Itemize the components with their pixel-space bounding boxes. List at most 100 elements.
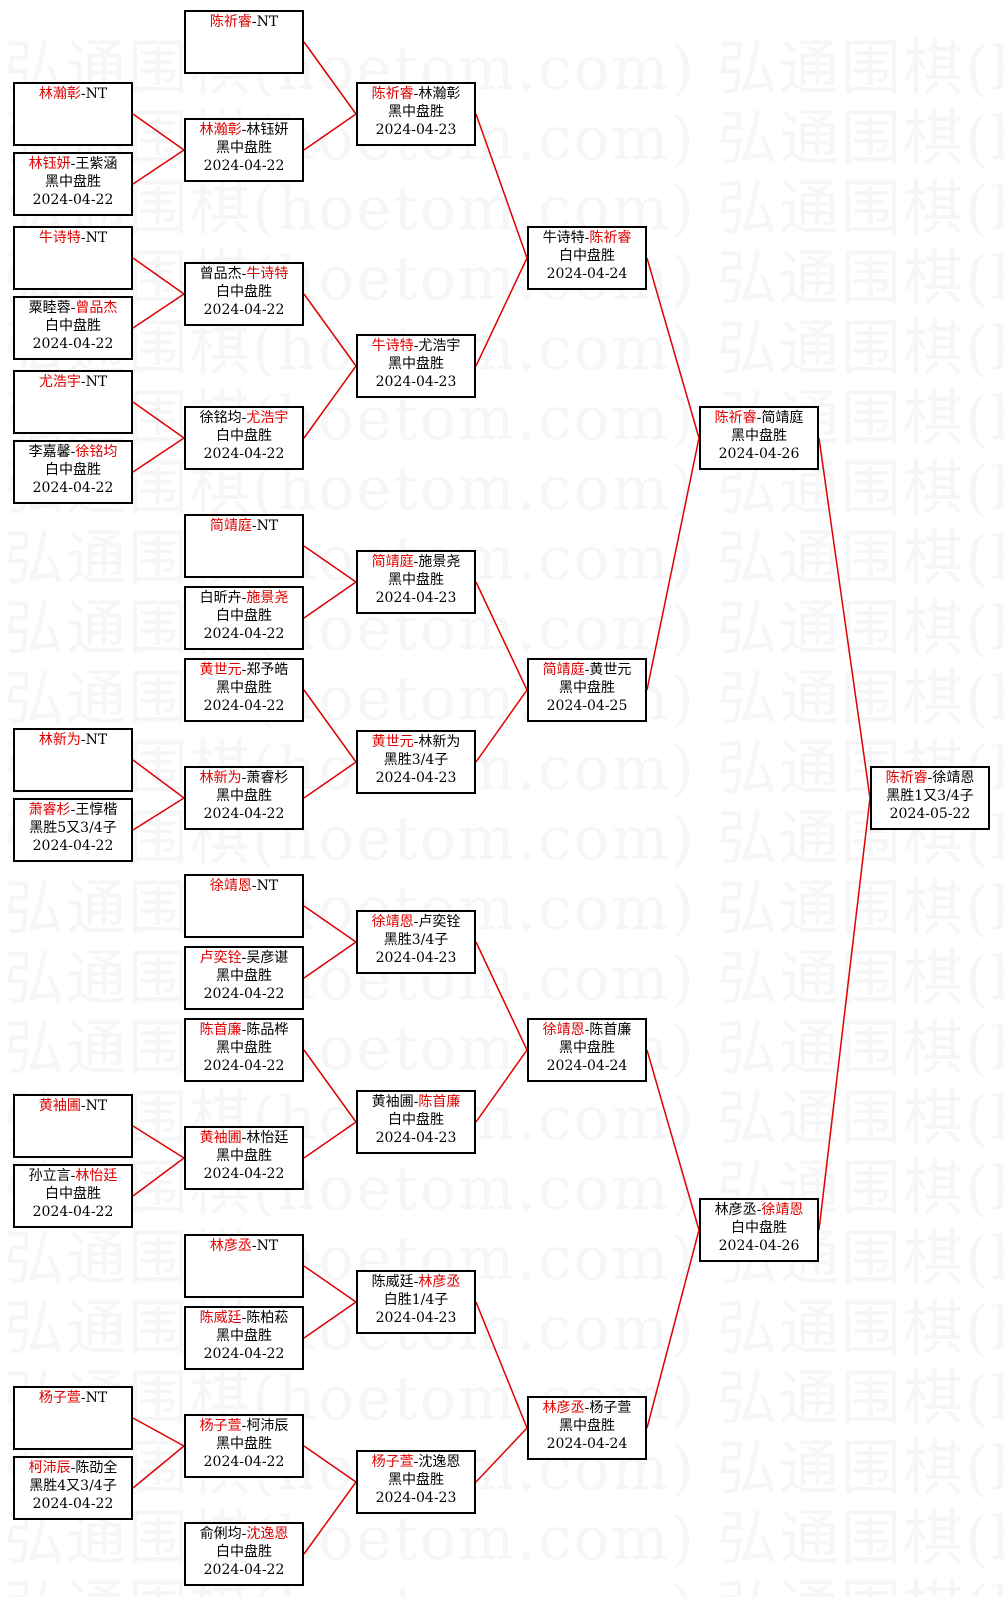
loser-name: 孙立言 (28, 1168, 71, 1184)
loser-name: 陈威廷 (371, 1274, 414, 1290)
winner-name: 徐靖恩 (371, 914, 414, 930)
loser-name: NT (256, 14, 279, 30)
dash-separator: - (241, 266, 247, 282)
dash-separator: - (413, 734, 419, 750)
match-players: 杨子萱-柯沛辰 (186, 1417, 302, 1435)
match-date: 2024-04-26 (718, 446, 800, 462)
winner-name: 陈祈睿 (209, 14, 252, 30)
match-result: 黑中盘胜 (216, 1040, 272, 1056)
match-date: 2024-04-22 (32, 336, 114, 352)
winner-name: 简靖庭 (542, 662, 585, 678)
match-result: 黑胜3/4子 (383, 752, 449, 768)
match-date: 2024-04-24 (546, 1436, 628, 1452)
match-date: 2024-04-22 (203, 1346, 285, 1362)
match-players: 陈首廉-陈品桦 (186, 1021, 302, 1039)
dash-separator: - (80, 732, 86, 748)
winner-name: 黄袖圃 (199, 1130, 242, 1146)
match-result: 黑中盘胜 (216, 140, 272, 156)
match-result: 白中盘胜 (216, 428, 272, 444)
dash-separator: - (584, 1400, 590, 1416)
loser-name: NT (85, 230, 108, 246)
match-players: 林彦丞-NT (186, 1237, 302, 1255)
winner-name: 黄袖圃 (38, 1098, 81, 1114)
bracket-connector (818, 437, 871, 799)
bracket-connector (132, 1157, 185, 1197)
winner-name: 陈祈睿 (589, 230, 632, 246)
loser-name: NT (256, 878, 279, 894)
match-players: 林彦丞-徐靖恩 (701, 1201, 817, 1219)
match-result: 白中盘胜 (731, 1220, 787, 1236)
winner-name: 徐靖恩 (542, 1022, 585, 1038)
winner-name: 林新为 (38, 732, 81, 748)
bracket-connector (303, 689, 357, 763)
bracket-connector (303, 545, 357, 583)
bracket-connector (475, 257, 528, 367)
match-players: 黄袖圃-林怡廷 (186, 1129, 302, 1147)
loser-name: 杨子萱 (589, 1400, 632, 1416)
match-players: 林新为-NT (15, 731, 131, 749)
winner-name: 林瀚彰 (199, 122, 242, 138)
loser-name: NT (85, 86, 108, 102)
match-date: 2024-04-23 (375, 374, 457, 390)
winner-name: 林彦丞 (209, 1238, 252, 1254)
bracket-connector (303, 1121, 357, 1159)
loser-name: 陈柏菘 (246, 1310, 289, 1326)
winner-name: 杨子萱 (371, 1454, 414, 1470)
match-box: 林瀚彰-NT (13, 82, 133, 146)
match-date: 2024-04-22 (203, 446, 285, 462)
bracket-connector (818, 797, 871, 1231)
match-players: 牛诗特-NT (15, 229, 131, 247)
bracket-connector (303, 1265, 357, 1303)
loser-name: 王紫涵 (75, 156, 118, 172)
loser-name: 施景尧 (418, 554, 461, 570)
winner-name: 尤浩宇 (246, 410, 289, 426)
loser-name: NT (85, 1390, 108, 1406)
dash-separator: - (413, 338, 419, 354)
match-result: 白中盘胜 (216, 608, 272, 624)
bracket-connector (132, 759, 185, 799)
match-result: 黑中盘胜 (559, 680, 615, 696)
match-result: 黑中盘胜 (216, 1148, 272, 1164)
bracket-connector (646, 1049, 700, 1231)
bracket-connector (475, 689, 528, 763)
match-players: 黄袖圃-NT (15, 1097, 131, 1115)
match-players: 陈祈睿-简靖庭 (701, 409, 817, 427)
dash-separator: - (241, 1526, 247, 1542)
match-box: 尤浩宇-NT (13, 370, 133, 434)
bracket-connector (475, 1049, 528, 1123)
match-box: 林彦丞-NT (184, 1234, 304, 1298)
winner-name: 陈祈睿 (885, 770, 928, 786)
winner-name: 徐靖恩 (761, 1202, 804, 1218)
loser-name: 黄世元 (589, 662, 632, 678)
bracket-connector (646, 437, 700, 691)
loser-name: 林彦丞 (714, 1202, 757, 1218)
dash-separator: - (70, 444, 76, 460)
match-result: 黑胜3/4子 (383, 932, 449, 948)
loser-name: 牛诗特 (542, 230, 585, 246)
winner-name: 林怡廷 (75, 1168, 118, 1184)
loser-name: 郑予皓 (246, 662, 289, 678)
bracket-connector (132, 149, 185, 185)
match-date: 2024-04-22 (32, 1496, 114, 1512)
bracket-connector (303, 1301, 357, 1339)
match-box: 牛诗特-NT (13, 226, 133, 290)
match-box: 杨子萱-NT (13, 1386, 133, 1450)
dash-separator: - (241, 1310, 247, 1326)
match-players: 徐靖恩-陈首廉 (529, 1021, 645, 1039)
